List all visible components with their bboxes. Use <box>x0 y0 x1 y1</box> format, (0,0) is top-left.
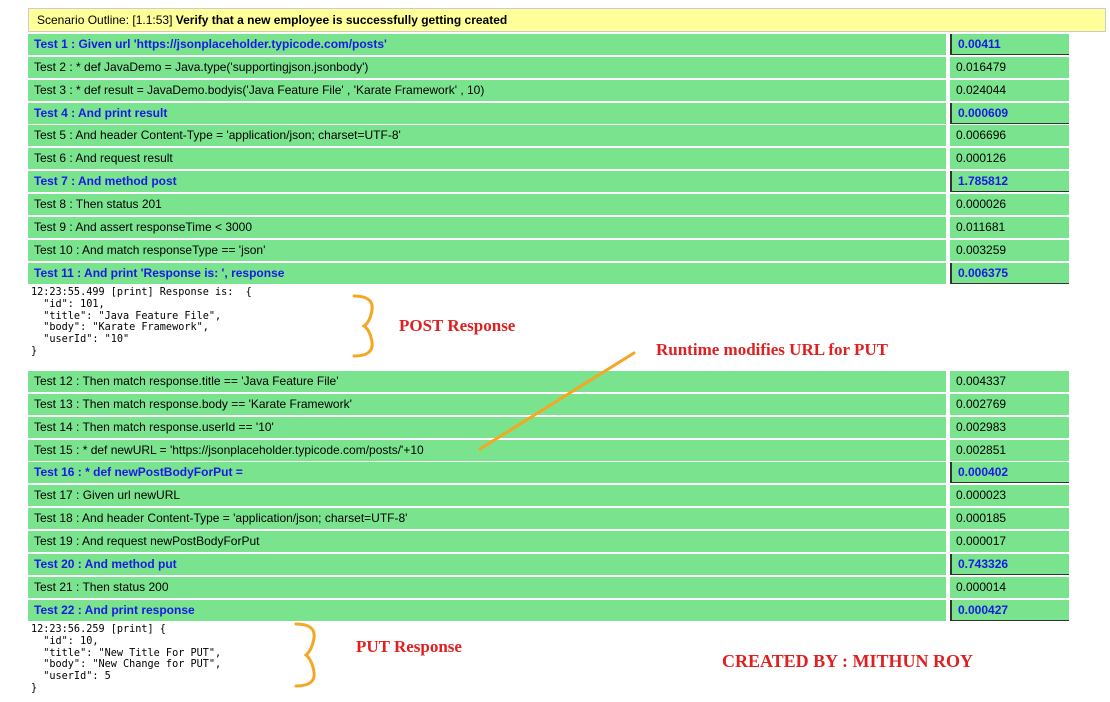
step-text: Test 8 : Then status 201 <box>28 194 946 215</box>
step-duration: 1.785812 <box>950 171 1069 193</box>
put-brace-icon <box>294 622 316 688</box>
step-duration: 0.000427 <box>950 599 1069 621</box>
post-brace-icon <box>352 294 374 358</box>
step-text: Test 16 : * def newPostBodyForPut = <box>28 462 946 484</box>
step-duration: 0.000026 <box>950 194 1069 215</box>
step-duration: 0.000402 <box>950 462 1069 484</box>
step-duration: 0.016479 <box>950 56 1069 78</box>
step-text: Test 9 : And assert responseTime < 3000 <box>28 216 946 238</box>
step-duration: 0.006375 <box>950 262 1069 284</box>
step-duration: 0.000017 <box>950 531 1069 552</box>
step-text: Test 7 : And method post <box>28 171 946 193</box>
post-response-label: POST Response <box>399 316 516 335</box>
step-duration: 0.002851 <box>950 439 1069 461</box>
step-text: Test 4 : And print result <box>28 102 946 124</box>
step-text: Test 22 : And print response <box>28 599 946 621</box>
step-duration: 0.006696 <box>950 125 1069 147</box>
step-text: Test 18 : And header Content-Type = 'app… <box>28 508 946 530</box>
step-text: Test 1 : Given url 'https://jsonplacehol… <box>28 34 946 55</box>
step-duration: 0.004337 <box>950 371 1069 392</box>
step-text: Test 3 : * def result = JavaDemo.bodyis(… <box>28 79 946 101</box>
step-text: Test 10 : And match responseType == 'jso… <box>28 239 946 261</box>
step-text: Test 2 : * def JavaDemo = Java.type('sup… <box>28 56 946 78</box>
step-text: Test 19 : And request newPostBodyForPut <box>28 531 946 552</box>
step-duration: 0.024044 <box>950 79 1069 101</box>
step-text: Test 13 : Then match response.body == 'K… <box>28 393 946 415</box>
step-duration: 0.002769 <box>950 393 1069 415</box>
put-response-log: 12:23:56.259 [print] { "id": 10, "title"… <box>31 624 222 694</box>
step-duration: 0.000023 <box>950 485 1069 507</box>
step-text: Test 14 : Then match response.userId == … <box>28 416 946 438</box>
step-duration: 0.000185 <box>950 508 1069 530</box>
step-duration: 0.002983 <box>950 416 1069 438</box>
scenario-prefix: Scenario Outline: [1.1:53] <box>37 13 173 27</box>
step-duration: 0.000014 <box>950 576 1069 598</box>
step-text: Test 15 : * def newURL = 'https://jsonpl… <box>28 439 946 461</box>
put-response-label: PUT Response <box>356 637 462 656</box>
step-duration: 0.003259 <box>950 239 1069 261</box>
created-by-label: CREATED BY : MITHUN ROY <box>722 651 974 671</box>
scenario-title: Verify that a new employee is successful… <box>175 13 508 27</box>
runtime-url-label: Runtime modifies URL for PUT <box>656 340 889 359</box>
step-text: Test 21 : Then status 200 <box>28 576 946 598</box>
step-duration: 0.000126 <box>950 148 1069 170</box>
step-duration: 0.011681 <box>950 216 1069 238</box>
step-duration: 0.000609 <box>950 102 1069 124</box>
step-text: Test 6 : And request result <box>28 148 946 170</box>
step-text: Test 17 : Given url newURL <box>28 485 946 507</box>
arrow-line-icon <box>478 351 636 451</box>
post-response-log: 12:23:55.499 [print] Response is: { "id"… <box>31 287 252 357</box>
step-text: Test 5 : And header Content-Type = 'appl… <box>28 125 946 147</box>
step-text: Test 20 : And method put <box>28 553 946 575</box>
step-text: Test 11 : And print 'Response is: ', res… <box>28 262 946 284</box>
scenario-header: Scenario Outline: [1.1:53] Verify that a… <box>28 8 1106 32</box>
step-text: Test 12 : Then match response.title == '… <box>28 371 946 392</box>
step-duration: 0.00411 <box>950 34 1069 55</box>
step-duration: 0.743326 <box>950 553 1069 575</box>
